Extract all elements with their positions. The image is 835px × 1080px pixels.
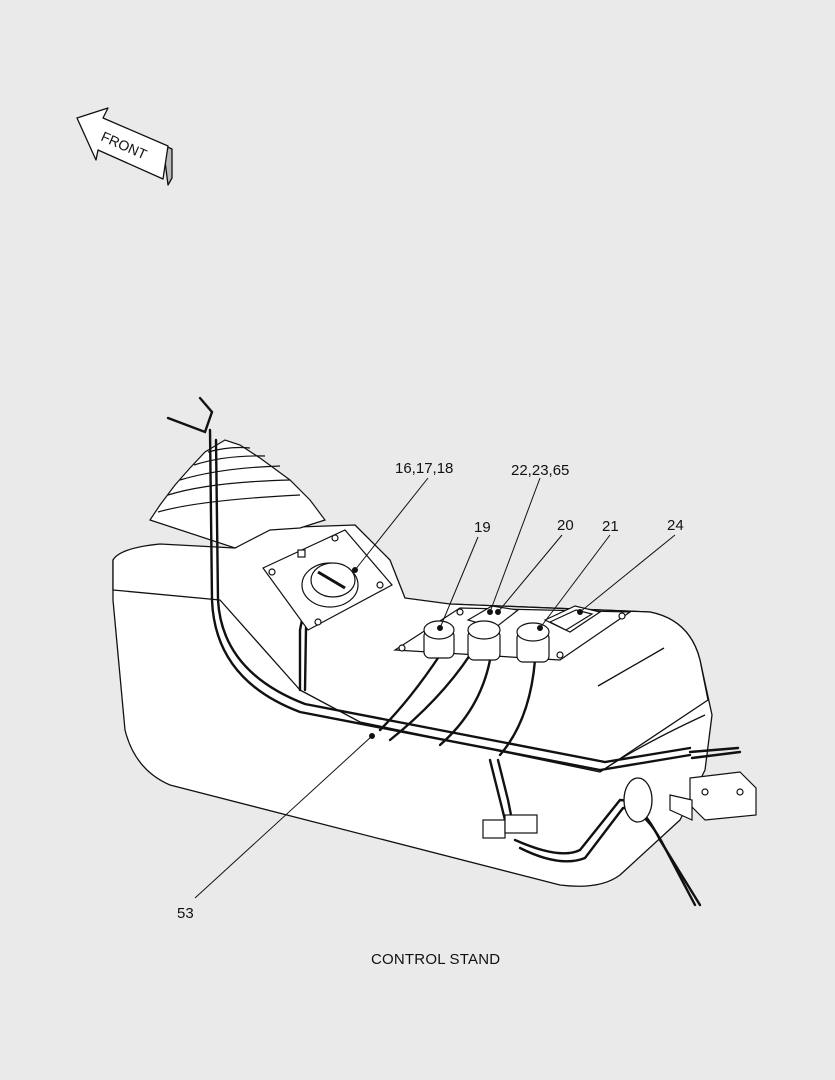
callout-19: 19 — [474, 519, 491, 536]
callout-21: 21 — [602, 518, 619, 535]
callout-53: 53 — [177, 905, 194, 922]
callout-20: 20 — [557, 517, 574, 534]
connectors — [482, 771, 757, 839]
joystick-boot — [149, 439, 326, 549]
front-arrow-icon: FRONT — [76, 107, 173, 186]
leader-lines — [194, 477, 676, 899]
callout-16-17-18: 16,17,18 — [395, 460, 453, 477]
grommet — [623, 777, 653, 823]
rotary-switch-panel — [262, 529, 393, 631]
callout-22-23-65: 22,23,65 — [511, 462, 569, 479]
diagram-caption: CONTROL STAND — [371, 951, 500, 968]
control-knobs — [423, 620, 550, 663]
callout-24: 24 — [667, 517, 684, 534]
